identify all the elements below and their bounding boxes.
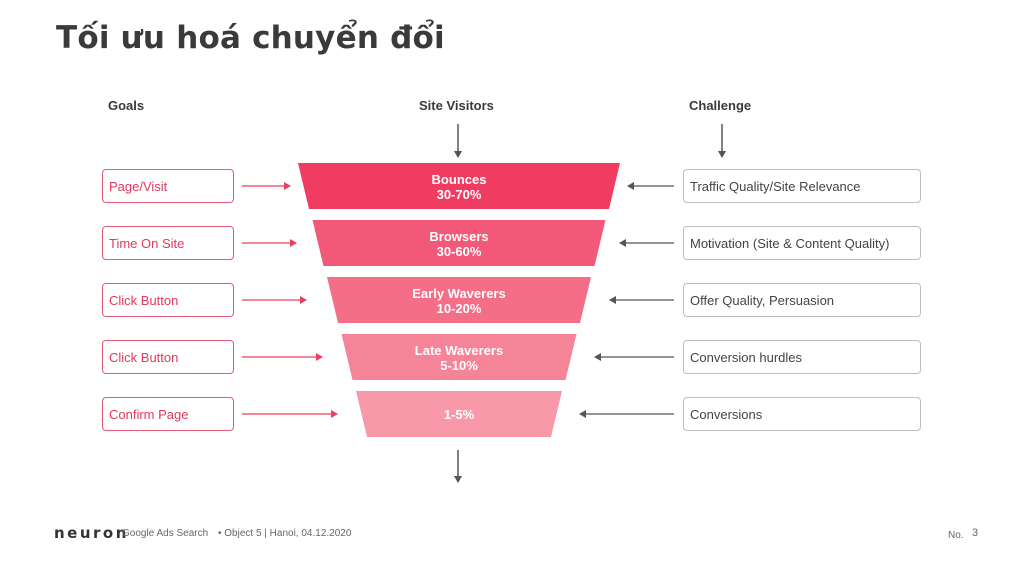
- goal-box: Click Button: [102, 283, 234, 317]
- goal-box: Click Button: [102, 340, 234, 374]
- funnel-stage-name: Bounces: [431, 172, 487, 187]
- challenge-box: Offer Quality, Persuasion: [683, 283, 921, 317]
- challenge-column-heading: Challenge: [689, 98, 752, 113]
- goals-column-heading: Goals: [108, 98, 145, 113]
- funnel-stage-label: 1-5%: [369, 407, 549, 422]
- funnel-stage-4: [341, 334, 577, 380]
- challenge-box: Motivation (Site & Content Quality): [683, 226, 921, 260]
- funnel-stage-value: 30-70%: [436, 187, 482, 202]
- page-number: 3: [972, 527, 979, 539]
- neuron-logo: neuron: [54, 524, 129, 542]
- goal-box: Time On Site: [102, 226, 234, 260]
- page-title: Tối ưu hoá chuyển đổi: [56, 20, 445, 56]
- funnel-stage-2: [312, 220, 606, 266]
- funnel-stage-3: [327, 277, 591, 323]
- page-label: No.: [948, 530, 964, 541]
- challenge-box: Conversion hurdles: [683, 340, 921, 374]
- funnel-stage-name: Early Waverers: [412, 286, 506, 301]
- footer-meta: • Object 5 | Hanoi, 04.12.2020: [218, 528, 352, 539]
- footer-text: Google Ads Search: [122, 528, 209, 539]
- funnel-stage-value: 10-20%: [436, 301, 482, 316]
- funnel-stage-value: 1-5%: [443, 407, 475, 422]
- goal-box: Page/Visit: [102, 169, 234, 203]
- site-visitors-column-heading: Site Visitors: [419, 98, 494, 113]
- goal-box: Confirm Page: [102, 397, 234, 431]
- funnel-stage-name: Browsers: [429, 229, 489, 244]
- funnel-stage-value: 5-10%: [440, 358, 478, 373]
- funnel-stage-5: [356, 391, 562, 437]
- challenge-box: Conversions: [683, 397, 921, 431]
- funnel-stage-1: [298, 163, 620, 209]
- funnel-stage-value: 30-60%: [436, 244, 482, 259]
- funnel-stage-name: Late Waverers: [414, 343, 504, 358]
- challenge-box: Traffic Quality/Site Relevance: [683, 169, 921, 203]
